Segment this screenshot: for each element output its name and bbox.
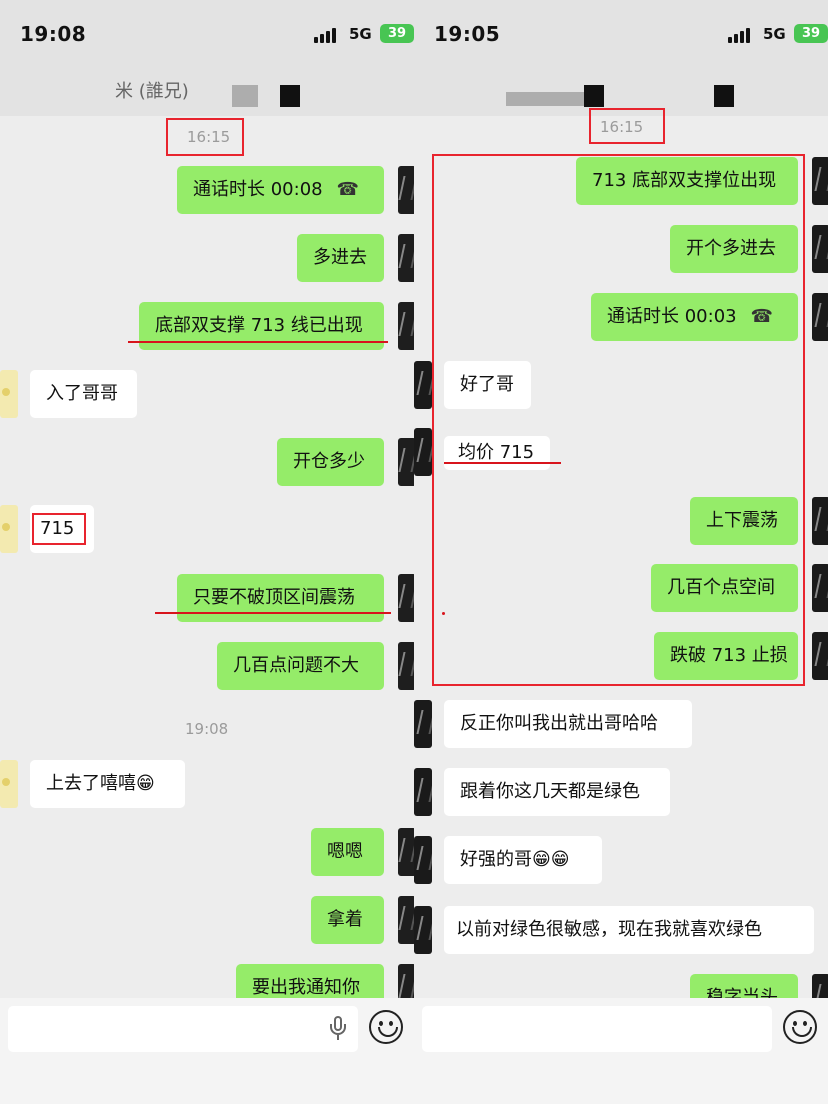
avatar[interactable] — [398, 166, 414, 214]
annotation-box — [589, 108, 665, 144]
avatar[interactable] — [414, 361, 432, 409]
annotation-box — [166, 118, 244, 156]
message-bubble[interactable]: 只要不破顶区间震荡 — [177, 574, 384, 622]
avatar[interactable] — [0, 370, 18, 418]
message-bubble[interactable]: 均价 715 — [444, 436, 550, 470]
message-bubble[interactable]: 713 底部双支撑位出现 — [576, 157, 798, 205]
message-bubble[interactable]: 入了哥哥 — [30, 370, 137, 418]
network-type: 5G — [349, 25, 372, 43]
avatar[interactable] — [812, 157, 828, 205]
grin-emoji: 😁 — [136, 773, 155, 794]
message-bubble[interactable]: 反正你叫我出就出哥哈哈 — [444, 700, 692, 748]
redaction-block — [280, 85, 300, 107]
message-bubble[interactable]: 上下震荡 — [690, 497, 798, 545]
signal-icon — [728, 27, 756, 43]
annotation-mark — [442, 612, 445, 615]
message-bubble[interactable]: 几百个点空间 — [651, 564, 798, 612]
message-text: 通话时长 00:08 — [193, 179, 323, 200]
message-bubble[interactable]: 好强的哥😁😁 — [444, 836, 602, 884]
message-bubble[interactable]: 跌破 713 止损 — [654, 632, 798, 680]
call-end-icon: ☎ — [336, 179, 360, 200]
message-bubble[interactable]: 嗯嗯 — [311, 828, 384, 876]
avatar[interactable] — [398, 574, 414, 622]
left-chat-screenshot: 19:08 5G 39 米 (誰兄) 16:15 通话时长 00:08 ☎ 多进去… — [0, 0, 414, 1104]
redaction-block — [714, 85, 734, 107]
avatar[interactable] — [414, 700, 432, 748]
message-text: 通话时长 00:03 — [607, 306, 737, 327]
redaction-block — [584, 85, 604, 107]
avatar[interactable] — [812, 225, 828, 273]
emoji-smiley-icon[interactable] — [369, 1010, 403, 1044]
avatar[interactable] — [812, 564, 828, 612]
message-bubble[interactable]: 多进去 — [297, 234, 384, 282]
status-time: 19:05 — [434, 22, 501, 46]
avatar[interactable] — [398, 896, 414, 944]
annotation-box — [432, 154, 805, 686]
message-bubble[interactable]: 拿着 — [311, 896, 384, 944]
message-bubble[interactable]: 跟着你这几天都是绿色 — [444, 768, 670, 816]
chat-header: 19:08 5G 39 米 (誰兄) — [0, 0, 414, 116]
avatar[interactable] — [398, 642, 414, 690]
timestamp: 16:15 — [600, 118, 644, 136]
message-bubble[interactable]: 以前对绿色很敏感，现在我就喜欢绿色 — [444, 906, 814, 954]
input-bar — [414, 998, 828, 1104]
right-chat-screenshot: 19:05 5G 39 16:15 713 底部双支撑位出现 开个多进去 通话时… — [414, 0, 828, 1104]
grin-emoji-pair: 😁😁 — [532, 849, 570, 870]
avatar[interactable] — [414, 906, 432, 954]
avatar[interactable] — [414, 836, 432, 884]
avatar[interactable] — [812, 497, 828, 545]
avatar[interactable] — [398, 302, 414, 350]
call-duration-bubble[interactable]: 通话时长 00:08 ☎ — [177, 166, 384, 214]
battery-badge: 39 — [794, 24, 828, 43]
avatar[interactable] — [398, 828, 414, 876]
avatar[interactable] — [398, 234, 414, 282]
timestamp: 19:08 — [185, 720, 229, 738]
call-end-icon: ☎ — [750, 306, 774, 327]
avatar[interactable] — [812, 632, 828, 680]
emoji-smiley-icon[interactable] — [783, 1010, 817, 1044]
avatar[interactable] — [398, 438, 414, 486]
annotation-underline — [444, 462, 561, 464]
microphone-icon[interactable] — [328, 1016, 348, 1042]
input-bar — [0, 998, 414, 1104]
message-text: 好强的哥 — [460, 849, 532, 870]
message-bubble[interactable]: 开个多进去 — [670, 225, 798, 273]
avatar[interactable] — [414, 428, 432, 476]
message-text: 715 — [40, 518, 75, 539]
battery-badge: 39 — [380, 24, 414, 43]
timestamp: 16:15 — [187, 128, 231, 146]
message-bubble[interactable]: 开仓多少 — [277, 438, 384, 486]
annotation-underline — [128, 341, 388, 343]
redaction-block — [232, 85, 258, 107]
network-type: 5G — [763, 25, 786, 43]
avatar[interactable] — [0, 505, 18, 553]
signal-icon — [314, 27, 342, 43]
message-bubble[interactable]: 好了哥 — [444, 361, 531, 409]
call-duration-bubble[interactable]: 通话时长 00:03 ☎ — [591, 293, 798, 341]
message-input[interactable] — [8, 1006, 358, 1052]
avatar[interactable] — [414, 768, 432, 816]
annotation-box — [32, 513, 86, 545]
status-time: 19:08 — [20, 22, 87, 46]
message-text: 上去了嘻嘻 — [46, 773, 136, 794]
avatar[interactable] — [812, 293, 828, 341]
message-input[interactable] — [422, 1006, 772, 1052]
message-bubble[interactable]: 几百点问题不大 — [217, 642, 384, 690]
redaction-block — [506, 92, 586, 106]
avatar[interactable] — [0, 760, 18, 808]
annotation-underline — [155, 612, 391, 614]
chat-header: 19:05 5G 39 — [414, 0, 828, 116]
contact-name[interactable]: 米 (誰兄) — [115, 81, 189, 102]
message-bubble[interactable]: 上去了嘻嘻😁 — [30, 760, 185, 808]
